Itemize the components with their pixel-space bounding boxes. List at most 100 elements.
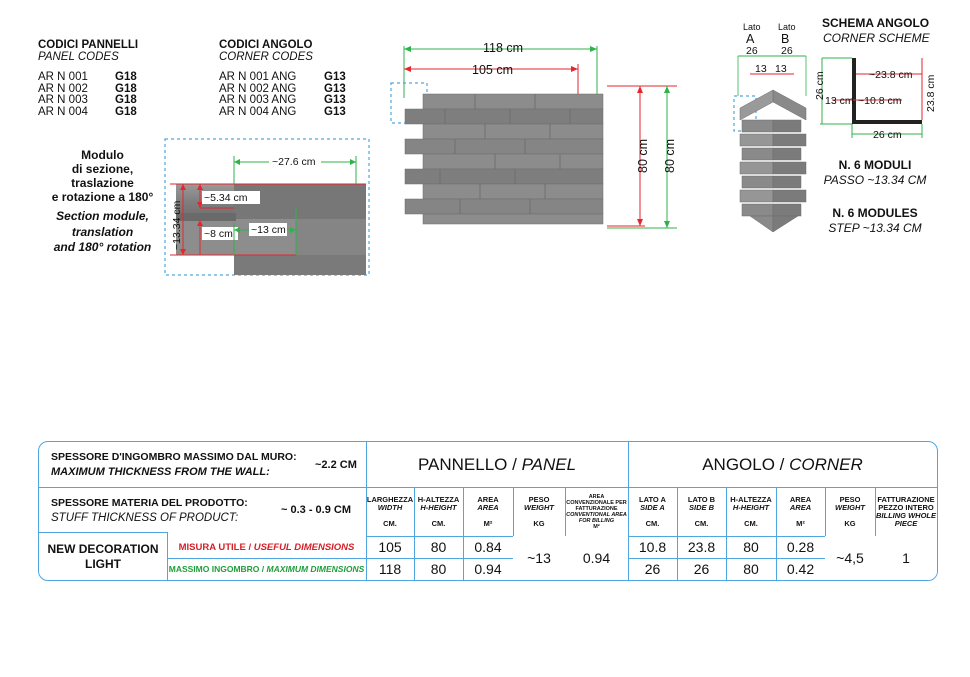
panel-code-row: AR N 001 G18: [38, 71, 138, 84]
side-a-letter: A: [746, 32, 755, 46]
code: AR N 002: [38, 82, 88, 95]
module-short-label: ~8 cm: [204, 228, 233, 240]
text-line: translation: [71, 224, 134, 239]
corner-code-row: AR N 001 ANG G13: [219, 71, 346, 84]
grade: G18: [115, 82, 137, 95]
panel-title: PANNELLO / PANEL: [366, 442, 628, 487]
corner-diagram: Lato A Lato B 26 26 13 13: [733, 22, 807, 233]
corner-scheme-subtitle: CORNER SCHEME: [823, 31, 930, 45]
useful-height: 80: [430, 539, 447, 555]
code: AR N 001 ANG: [219, 71, 297, 83]
max-width: 118: [378, 561, 402, 577]
stuff-thickness-en: STUFF THICKNESS OF PRODUCT:: [51, 512, 239, 524]
product-name: NEW DECORATION LIGHT: [39, 534, 167, 580]
scheme-inner-left: 13 cm: [825, 95, 854, 107]
useful-width: 105: [378, 539, 402, 555]
h-it: AREA: [789, 495, 812, 504]
h-unit: CM.: [645, 519, 660, 528]
max-corner-area: 0.42: [786, 561, 815, 577]
grade: G18: [115, 71, 137, 83]
max-height: 80: [430, 561, 447, 577]
product-name-line: LIGHT: [85, 557, 121, 571]
corner-title-it: ANGOLO /: [702, 454, 790, 474]
text-line: Section module,: [56, 209, 149, 223]
panel-useful-height-label: 80 cm: [636, 139, 650, 173]
max-side-b: 26: [693, 561, 710, 577]
side-b-useful: 13: [775, 63, 787, 75]
text-line: Modulo: [81, 148, 124, 162]
useful-side-a: 10.8: [638, 539, 667, 555]
scheme-inner-top: ~23.8 cm: [869, 69, 913, 81]
module-width-label: ~27.6 cm: [272, 156, 316, 168]
module-height-label: ~13.34 cm: [171, 200, 183, 250]
stuff-thickness-value: ~ 0.3 - 0.9 CM: [281, 504, 352, 516]
h-it: PESO: [528, 495, 550, 504]
module-description-en: Section module, translation and 180° rot…: [40, 209, 165, 256]
corner-scheme-title: SCHEMA ANGOLO: [822, 16, 930, 30]
useful-dimensions-label: MISURA UTILE / USEFUL DIMENSIONS: [167, 536, 366, 558]
text-line: e rotazione a 180°: [51, 190, 154, 204]
divider: [167, 532, 169, 580]
scheme-outer-left: 26 cm: [814, 71, 826, 100]
spec-table: SPESSORE D'INGOMBRO MASSIMO DAL MURO: MA…: [38, 441, 938, 581]
h-unit: CM.: [383, 519, 397, 528]
panel-title-it: PANNELLO /: [417, 454, 522, 474]
module-section-diagram: ~27.6 cm ~5.34 cm ~13.34 cm ~8 cm ~13 cm: [164, 138, 370, 276]
max-thickness-value: ~2.2 CM: [315, 459, 357, 471]
h-en: CONVENTIONAL AREA FOR BILLING: [566, 512, 627, 524]
h-en: H-HEIGHT: [420, 503, 457, 512]
panel-total-width-label: 118 cm: [483, 41, 523, 55]
code: AR N 002 ANG: [219, 82, 297, 95]
divider: [39, 532, 167, 534]
panel-title-en: PANEL: [521, 454, 577, 474]
h-unit: M²: [593, 524, 600, 530]
corner-code-row: AR N 002 ANG G13: [219, 82, 346, 96]
side-a-total: 26: [746, 45, 758, 57]
panel-codes-subtitle: PANEL CODES: [38, 50, 119, 63]
h-unit: M²: [483, 519, 493, 528]
h-it: LATO A: [639, 495, 666, 504]
corner-title-en: CORNER: [789, 454, 863, 474]
text-line: di sezione, traslazione: [71, 162, 134, 190]
code: AR N 004 ANG: [219, 105, 297, 118]
h-en: SIDE B: [688, 503, 714, 512]
h-it: H-ALTEZZA: [730, 495, 772, 504]
grade: G18: [115, 105, 137, 118]
corner-scheme-notes: N. 6 MODULI PASSO ~13.34 CM N. 6 MODULES…: [800, 158, 950, 236]
module-offset-label: ~13 cm: [251, 224, 286, 236]
module-step-label: ~5.34 cm: [204, 192, 248, 204]
divider: [726, 487, 728, 580]
h-unit: CM.: [744, 519, 758, 528]
grade: G18: [115, 94, 137, 106]
max-it: MASSIMO INGOMBRO /: [168, 564, 267, 574]
h-en: AREA: [789, 503, 812, 512]
h-unit: M²: [796, 519, 805, 528]
h-it: AREA: [477, 495, 499, 504]
corner-codes-subtitle: CORNER CODES: [219, 50, 313, 63]
corner-title: ANGOLO / CORNER: [628, 442, 937, 487]
panel-weight: ~13: [513, 536, 565, 580]
code: AR N 003: [38, 94, 88, 106]
scheme-bottom: 26 cm: [873, 129, 902, 141]
grade: G13: [324, 105, 346, 118]
h-en: SIDE A: [640, 503, 665, 512]
grade: G13: [324, 71, 346, 83]
max-side-a: 26: [644, 561, 661, 577]
modules-it: N. 6 MODULI: [838, 158, 912, 172]
h-it: AREA CONVENZIONALE PER FATTURAZIONE: [566, 494, 627, 512]
module-description-it: Modulo di sezione, traslazione e rotazio…: [40, 148, 165, 204]
useful-corner-area: 0.28: [786, 539, 815, 555]
grade: G13: [324, 82, 346, 95]
code: AR N 001: [38, 71, 88, 83]
